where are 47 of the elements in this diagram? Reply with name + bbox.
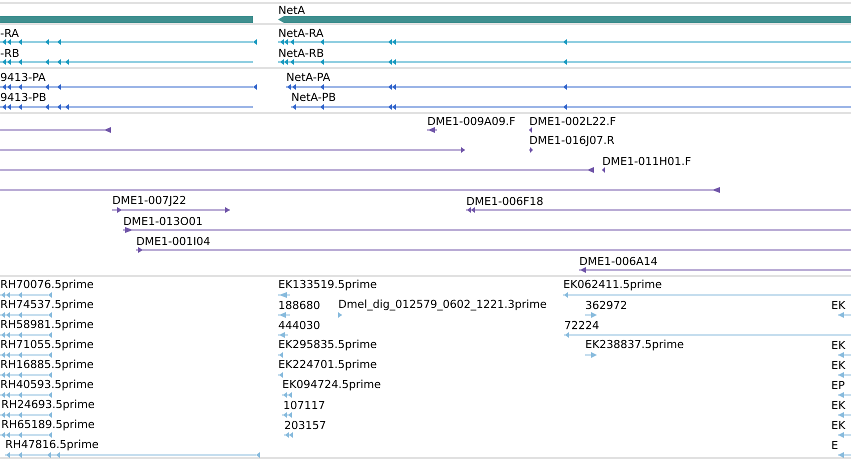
feature-label: EK133519.5prime: [279, 280, 376, 290]
feature-label: DME1-007J22: [113, 196, 186, 206]
feature-label: NetA-PB: [292, 92, 336, 102]
feature-label: Dmel_dig_012579_0602_1221.3prime: [339, 300, 546, 310]
feature-label: DME1-006F18: [467, 196, 543, 206]
feature-label: -RA: [0, 29, 19, 37]
feature-label: EK224701.5prime: [279, 360, 376, 370]
feature-label: EP: [832, 380, 844, 389]
feature-label: DME1-013O01: [124, 216, 202, 226]
feature-label: RH40593.5prime: [1, 380, 94, 390]
feature-label: NetA: [279, 6, 305, 14]
feature-label: EK094724.5prime: [283, 380, 380, 390]
feature-label: 203157: [285, 420, 326, 430]
feature-label: RH47816.5prime: [6, 440, 98, 450]
feature-label: 107117: [284, 400, 324, 410]
feature-label: DME1-016J07.R: [530, 136, 614, 146]
feature-label: DME1-011H01.F: [603, 156, 690, 166]
feature-label: NetA-PA: [287, 72, 330, 82]
feature-label: DME1-002L22.F: [530, 116, 616, 126]
feature-label: 9413-PB: [0, 92, 46, 102]
feature-label: EK238837.5prime: [586, 340, 684, 350]
feature-label: E: [832, 440, 838, 449]
feature-label: EK: [832, 341, 846, 349]
feature-label: RH24693.5prime: [2, 400, 94, 410]
feature-label: DME1-001I04: [137, 236, 210, 246]
feature-label: 362972: [586, 300, 626, 310]
feature-label: DME1-006A14: [580, 256, 657, 266]
feature-label: 444030: [278, 320, 320, 330]
feature-label: 72224: [565, 320, 599, 330]
feature-label: RH70076.5prime: [1, 280, 94, 290]
feature-label: EK: [832, 301, 846, 309]
feature-label: 9413-PA: [0, 72, 46, 82]
feature-label: EK062411.5prime: [564, 280, 662, 290]
feature-label: EK295835.5prime: [279, 340, 376, 350]
feature-label: EK: [832, 420, 846, 429]
feature-label: DME1-009A09.F: [428, 116, 515, 126]
feature-label: NetA-RA: [279, 28, 324, 38]
feature-label: EK: [832, 361, 846, 369]
feature-label: RH58981.5prime: [1, 320, 94, 330]
feature-label: -RB: [0, 49, 19, 57]
feature-label: RH74537.5prime: [1, 300, 94, 310]
feature-label: RH71055.5prime: [1, 340, 94, 350]
feature-label: EK: [832, 400, 846, 409]
feature-label: NetA-RB: [279, 48, 324, 58]
feature-label: RH16885.5prime: [1, 360, 94, 370]
feature-label: 188680: [279, 300, 320, 310]
feature-label: RH65189.5prime: [2, 420, 94, 430]
